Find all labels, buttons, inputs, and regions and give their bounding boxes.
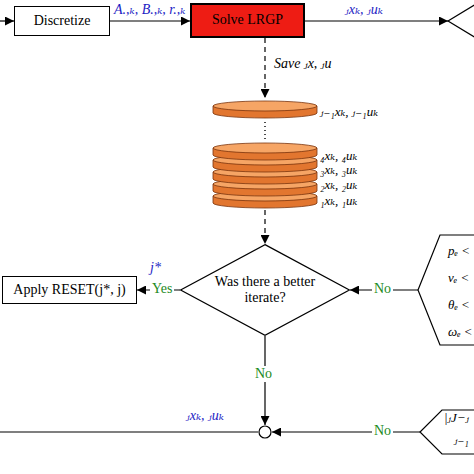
output-line [0,431,258,432]
reset-box: Apply RESET(j*, j) [2,276,137,304]
angle-outline [418,235,474,345]
edge-label: A.,ₖ, B.,ₖ, r.,ₖ [114,2,185,18]
condition-box: |ⱼJ−ⱼ ⱼ₋₁ [420,409,474,455]
index-label: j* [150,260,161,276]
node-text: ⱼ₋₁xₖ, ⱼ₋₁uₖ [320,105,378,120]
branch-label: No [372,423,393,439]
edge-label: Yes [150,281,174,297]
edge-label: Save ⱼx, ⱼu [274,56,332,72]
node-text: ₁xₖ, ₁uₖ [320,194,357,209]
diamond-outline [181,245,350,336]
branch-label: No [253,366,274,382]
node-text: ₂xₖ, ₂uₖ [320,178,357,193]
output-arrow [305,20,448,21]
disk-stack [213,101,317,208]
input-arrow [0,20,14,21]
signal-label: ⱼxₖ, ⱼuₖ [186,408,224,424]
iterate-stack: ⱼ₋₁xₖ, ⱼ₋₁uₖ ₄xₖ, ₄uₖ₃xₖ, ₃uₖ₂xₖ, ₂uₖ₁xₖ,… [212,98,470,210]
node-text: ₄xₖ, ₄uₖ [320,149,357,164]
node-text: ωₑ < [448,325,473,340]
decision-diamond: Was there a better iterate? [180,244,350,336]
flow-connector [110,20,190,21]
node-text: pₑ < [448,244,470,259]
solver-box: Solve LRGP [190,3,305,38]
node-text: Was there a better iterate? [213,274,317,306]
node-text: ₃xₖ, ₃uₖ [320,163,357,178]
flow-connector [264,210,265,244]
no-branch-line [272,431,420,432]
condition-box: pₑ < vₑ < θₑ < ωₑ < [418,234,474,346]
node-text: ⱼ₋₁ [454,433,469,448]
node-text: Discretize [34,13,91,29]
edge-label: No [372,281,393,297]
junction-circle [259,426,271,438]
check-shape [448,4,474,38]
node-text: Apply RESET(j*, j) [13,282,125,298]
node-text: |ⱼJ−ⱼ [444,411,469,426]
signal-label: ⱼxₖ, ⱼuₖ [345,2,383,18]
node-text: θₑ < [448,298,470,313]
ellipsis-dots [264,122,265,140]
node-text: vₑ < [448,271,469,286]
node-text: Solve LRGP [212,12,283,28]
angle-outline [420,410,474,454]
flow-connector [264,38,265,98]
disk-top [213,101,317,111]
process-box: Discretize [14,6,110,36]
disk-top [213,143,317,153]
